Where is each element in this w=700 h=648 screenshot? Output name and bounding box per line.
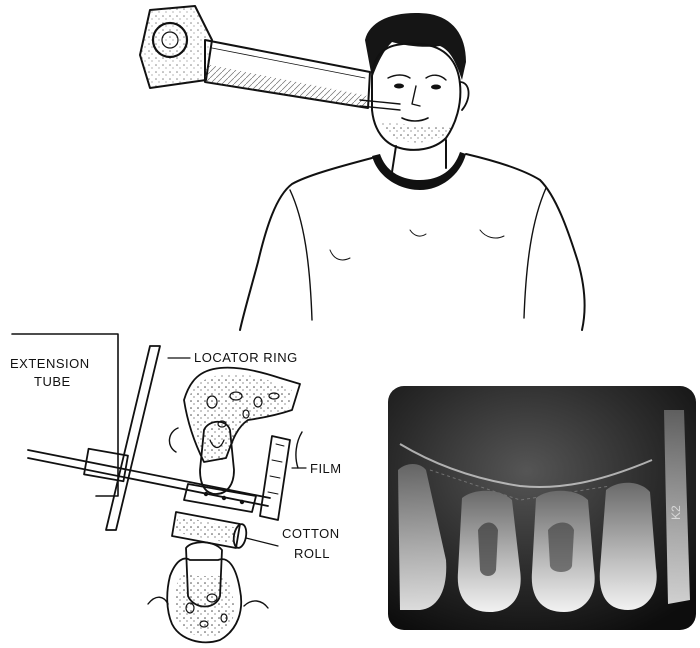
mandible <box>148 559 268 643</box>
xray-tube-head <box>140 6 212 88</box>
label-cotton-roll-2: ROLL <box>294 546 330 561</box>
film-packet <box>260 436 290 520</box>
radiograph-edge-marking: K2 <box>669 505 683 520</box>
locator-ring-rod <box>106 346 160 530</box>
label-extension-tube-2: TUBE <box>34 374 71 389</box>
label-cotton-roll-1: COTTON <box>282 526 340 541</box>
patient-head <box>365 13 469 150</box>
radiograph: K2 <box>388 386 696 630</box>
technique-diagram: EXTENSION TUBE LOCATOR RING FILM COTTON … <box>10 334 342 642</box>
cotton-roll-leader <box>246 538 278 546</box>
patient-neck <box>372 140 466 190</box>
patient-illustration <box>140 6 585 330</box>
label-locator-ring: LOCATOR RING <box>194 350 298 365</box>
label-extension-tube-1: EXTENSION <box>10 356 90 371</box>
label-film: FILM <box>310 461 342 476</box>
